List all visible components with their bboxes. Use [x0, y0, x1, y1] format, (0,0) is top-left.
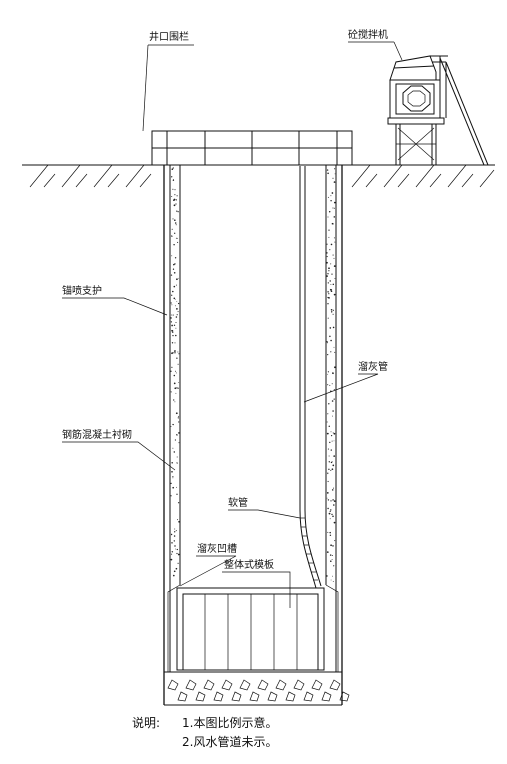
concrete-mixer [387, 55, 489, 166]
label-formwork: 整体式模板 [224, 558, 274, 571]
concrete-stipple [170, 167, 336, 582]
ground-surface [22, 164, 495, 188]
well-fence [151, 130, 353, 166]
label-chute-groove: 溜灰凹槽 [197, 542, 237, 555]
label-rc-lining: 钢筋混凝土衬砌 [62, 428, 132, 441]
label-hose: 软管 [228, 496, 248, 509]
notes: 说明: 1.本图比例示意。 2.风水管道未示。 [132, 715, 277, 749]
shaft-bottom-rubble [164, 671, 350, 706]
notes-item-1: 1.本图比例示意。 [182, 715, 277, 730]
label-shotcrete-support: 锚喷支护 [62, 284, 102, 297]
shaft-wall-left [163, 165, 181, 705]
chute-pipe [299, 166, 306, 510]
shaft-wall-right [325, 165, 343, 705]
notes-item-2: 2.风水管道未示。 [182, 734, 277, 749]
leader-lines [62, 41, 403, 608]
integral-formwork [176, 587, 325, 671]
notes-heading: 说明: [132, 715, 160, 730]
hose [299, 509, 322, 589]
label-well-fence: 井口围栏 [149, 30, 189, 43]
label-mixer: 砼搅拌机 [348, 28, 388, 41]
label-chute-pipe: 溜灰管 [358, 360, 388, 373]
